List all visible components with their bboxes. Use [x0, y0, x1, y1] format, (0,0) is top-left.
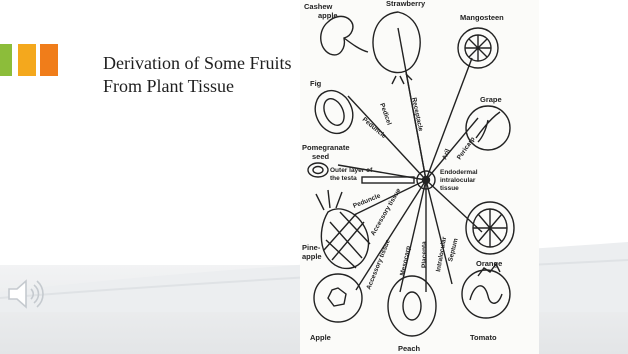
accent-square-green: [0, 44, 12, 76]
label-endodermal: Endodermal: [440, 169, 478, 176]
label-pineapple-2: apple: [302, 252, 322, 261]
label-pineapple: Pine-: [302, 243, 321, 252]
label-fig: Fig: [310, 79, 322, 88]
label-tomato: Tomato: [470, 333, 497, 342]
label-mesocarp: Mesocarp: [399, 245, 412, 276]
label-cashew: Cashew: [304, 2, 333, 11]
label-cashew-apple: apple: [318, 11, 338, 20]
label-peach: Peach: [398, 344, 421, 353]
label-septum: Septum: [447, 237, 460, 262]
label-outer-layer-2: the testa: [330, 175, 357, 182]
label-aril: Aril: [441, 148, 451, 161]
speaker-icon[interactable]: [6, 276, 46, 312]
label-strawberry: Strawberry: [386, 0, 426, 8]
label-grape: Grape: [480, 95, 502, 104]
label-peduncle-mid: Peduncle: [352, 192, 382, 209]
label-intralocular: Intralocular: [435, 236, 448, 273]
label-endodermal-3: tissue: [440, 185, 459, 192]
label-peduncle-top: Peduncle: [361, 116, 388, 140]
label-endodermal-2: intralocular: [440, 177, 476, 184]
fruit-derivation-diagram: Cashew apple Strawberry Mangosteen Fig G…: [300, 0, 539, 354]
accent-square-orange: [40, 44, 58, 76]
label-pomegranate: Pomegranate: [302, 143, 350, 152]
diagram-svg: Cashew apple Strawberry Mangosteen Fig G…: [300, 0, 539, 354]
label-orange: Orange: [476, 259, 502, 268]
label-placenta: Placenta: [421, 241, 428, 268]
slide-title: Derivation of Some Fruits From Plant Tis…: [103, 52, 293, 98]
label-accessory-tissue-2: Accessory tissue: [365, 238, 392, 291]
label-pedicel: Pedicel: [378, 102, 392, 126]
accent-square-yellow: [18, 44, 36, 76]
label-mangosteen: Mangosteen: [460, 13, 504, 22]
label-pomegranate-seed: seed: [312, 152, 330, 161]
label-apple: Apple: [310, 333, 331, 342]
label-receptacle: Receptacle: [410, 97, 424, 132]
label-outer-layer: Outer layer of: [330, 167, 373, 174]
